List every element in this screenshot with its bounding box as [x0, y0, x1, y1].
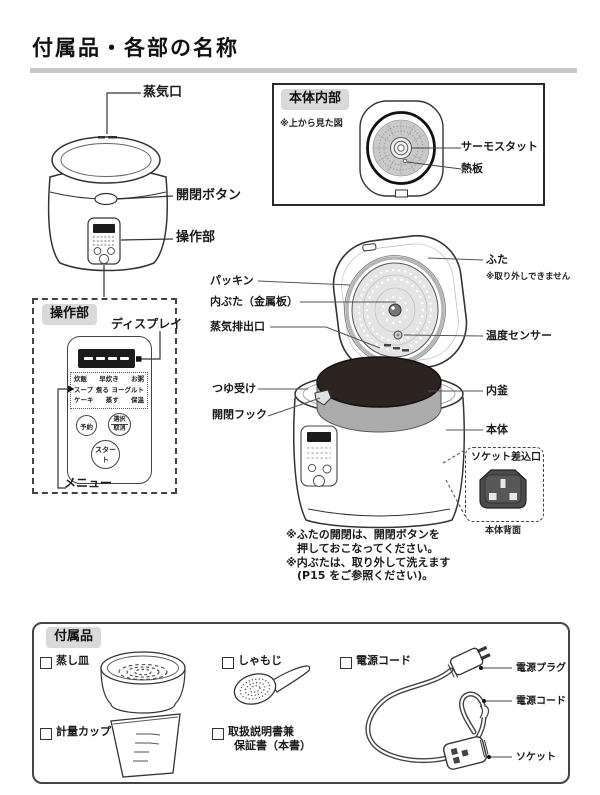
- inner-pot-opening: [316, 356, 442, 408]
- panel-leaders: [57, 331, 161, 489]
- leader-panel: [120, 238, 174, 241]
- body-label: 本体: [486, 423, 508, 436]
- drip-label: つゆ受け: [212, 382, 256, 395]
- checkbox-cup: [40, 728, 52, 740]
- reserve-button: 予約: [76, 415, 97, 436]
- menu-label: メニュー: [64, 476, 113, 490]
- menu-item: ケーキ: [74, 395, 94, 404]
- notes-block: ※ふたの開閉は、開閉ボタンを 押しておこなってください。 ※内ぶたは、取り外して…: [286, 528, 450, 583]
- front-panel-mini: [87, 217, 121, 265]
- checkbox-manual: [212, 728, 224, 740]
- page-title: 付属品・各部の名称: [32, 36, 239, 60]
- menu-row: ケーキ 蒸す 保温: [74, 396, 144, 406]
- sensor-label: 温度センサー: [486, 329, 552, 342]
- menu-item: ヨーグルト: [111, 385, 145, 394]
- menu-grid: 炊飯 早炊き お粥 スープ 煮る ヨーグルト ケーキ 蒸す 保温: [70, 372, 148, 409]
- leader-heat-plate: [406, 161, 462, 170]
- main-diagram-drawing: [257, 234, 484, 529]
- inside-note: ※上から見た図: [280, 119, 343, 129]
- open-button-label: 開閉ボタン: [176, 188, 242, 203]
- cooker-front-drawing: [47, 92, 174, 297]
- steamer-drawing: [100, 651, 186, 714]
- note-line: (P15 をご参照ください)。: [297, 569, 434, 583]
- menu-item: 煮る: [95, 385, 109, 394]
- open-close-button-shape: [94, 192, 118, 206]
- pot-label: 内釜: [486, 384, 508, 397]
- panel-heading: 操作部: [42, 304, 98, 325]
- checkbox-paddle: [222, 657, 234, 669]
- menu-item: 早炊き: [99, 375, 119, 384]
- socket-label: ソケット: [516, 752, 556, 763]
- paddle-label: しゃもじ: [238, 654, 282, 667]
- inside-heading: 本体内部: [281, 89, 350, 110]
- note-line: 押しておこなってください。: [297, 541, 439, 555]
- manual-label-line1: 取扱説明書兼: [228, 725, 294, 738]
- title-rule: [30, 68, 577, 73]
- menu-item: スープ: [74, 385, 94, 394]
- leader-lines: [257, 257, 484, 517]
- thermostat-label: サーモスタット: [461, 140, 538, 153]
- steam-vent-label: 蒸気口: [143, 85, 183, 100]
- cord-label: 電源コード: [516, 696, 566, 707]
- inner-lid-knob: [388, 303, 402, 317]
- steam-plate-label: 蒸し皿: [56, 654, 89, 667]
- plug-label: 電源プラグ: [516, 663, 566, 674]
- start-button: スタート: [91, 440, 120, 469]
- leader-steam-vent: [106, 92, 141, 134]
- note-line: ※ふたの開閉は、開閉ボタンを: [286, 528, 440, 541]
- menu-item: 保温: [131, 395, 144, 404]
- cord-item-label: 電源コード: [356, 654, 411, 667]
- menu-row: 炊飯 早炊き お粥: [74, 375, 144, 385]
- manual-label-line2: 保証書（本書）: [234, 739, 311, 752]
- menu-item: お粥: [131, 375, 144, 384]
- cup-label: 計量カップ: [56, 725, 111, 738]
- display-label: ディスプレイ: [111, 317, 183, 331]
- socket-caption: 本体背面: [485, 526, 522, 536]
- front-panel-mini: [300, 425, 338, 487]
- inner-lid-label: 内ぶた（金属板）: [210, 295, 298, 308]
- checkbox-steam-plate: [40, 657, 52, 669]
- socket-inlet-drawing: [479, 469, 527, 509]
- top-view-drawing: [359, 100, 462, 198]
- select-cancel-button: 選択 取消: [108, 413, 131, 436]
- socket-heading: ソケット差込口: [471, 452, 541, 463]
- hook-shape: [314, 389, 332, 406]
- menu-row: スープ 煮る ヨーグルト: [74, 386, 144, 396]
- cord-drawing: [365, 645, 512, 770]
- heat-plate-label: 熱板: [461, 162, 483, 175]
- panel-label: 操作部: [176, 230, 216, 245]
- steam-outlet-label: 蒸気排出口: [210, 320, 265, 333]
- accessories-heading: 付属品: [46, 627, 102, 648]
- leader-open-button: [117, 195, 174, 200]
- paddle-drawing: [233, 665, 311, 705]
- packing-label: パッキン: [210, 274, 254, 287]
- menu-item: 蒸す: [105, 395, 119, 404]
- menu-item: 炊飯: [74, 375, 87, 384]
- hook-label: 開閉フック: [212, 408, 267, 421]
- lid-label: ふた: [486, 253, 508, 266]
- note-line: ※内ぶたは、取り外して洗えます: [286, 555, 451, 569]
- panel-display: [78, 349, 135, 368]
- plug-shape: [447, 645, 491, 679]
- cord-socket-shape: [443, 736, 489, 770]
- steam-vent-icon: [98, 136, 105, 139]
- cup-drawing: [110, 713, 181, 778]
- lid-note: ※取り外しできません: [486, 272, 571, 282]
- checkbox-cord: [340, 657, 352, 669]
